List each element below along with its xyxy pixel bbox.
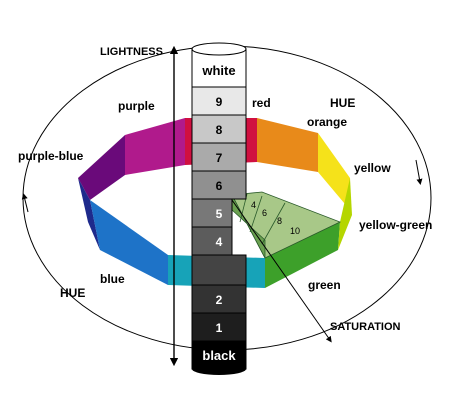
column-bottom-cap [192, 363, 246, 375]
saturation-wedge: 4 6 8 10 [231, 191, 342, 259]
hue-label-yellow: yellow [354, 161, 391, 175]
column-segment-9 [191, 86, 247, 116]
hue-label-red: red [252, 96, 271, 110]
ring-segment-yellow-green [338, 178, 352, 250]
hue-label-green: green [308, 278, 341, 292]
ring-segment-yellow-back [318, 133, 350, 210]
saturation-step-2: 6 [262, 208, 267, 218]
column-label-white: white [201, 63, 235, 78]
saturation-step-4: 10 [290, 226, 300, 236]
column-label-black: black [202, 348, 236, 363]
hue-label-purple: purple [118, 99, 155, 113]
ring-segment-blue [90, 200, 168, 285]
ring-segment-purple-back [125, 118, 185, 175]
column-segment-7 [191, 142, 247, 172]
saturation-divider-2 [249, 195, 263, 233]
saturation-divider-3 [261, 202, 286, 245]
column-segment-1 [191, 312, 247, 342]
hue-label-blue: blue [100, 272, 125, 286]
hue-label-orange: orange [307, 115, 347, 129]
hue-label-yellow-green: yellow-green [359, 218, 432, 232]
column-segment-3 [191, 254, 247, 286]
ring-segment-purple-blue [78, 178, 100, 250]
column-segment-4 [191, 226, 233, 256]
column-label-6: 6 [216, 179, 223, 193]
column-label-5: 5 [216, 207, 223, 221]
saturation-step-1: 4 [251, 200, 256, 210]
column-label-1: 1 [216, 321, 223, 335]
saturation-axis-arrow [231, 199, 332, 343]
lightness-label: LIGHTNESS [100, 46, 163, 58]
lightness-column: white 9 8 7 6 5 4 2 1 black [191, 42, 247, 375]
column-segment-5 [191, 198, 233, 228]
column-segment-black [191, 340, 247, 370]
hue-arrow-left [21, 193, 29, 213]
column-label-8: 8 [216, 123, 223, 137]
column-label-4: 4 [216, 235, 223, 249]
column-segment-8 [191, 114, 247, 144]
saturation-label: SATURATION [330, 321, 401, 333]
column-label-9: 9 [216, 95, 223, 109]
hue-label-top: HUE [330, 96, 355, 110]
ring-segment-orange-back [257, 118, 318, 172]
saturation-step-3: 8 [277, 216, 282, 226]
hue-label-left: HUE [60, 286, 85, 300]
column-label-2: 2 [216, 293, 223, 307]
ring-segment-green [265, 222, 340, 288]
hue-label-purple-blue: purple-blue [18, 149, 84, 163]
column-label-7: 7 [216, 151, 223, 165]
hue-arrow-right [415, 159, 423, 185]
ring-segment-purpleblue-back [78, 135, 125, 200]
column-top-cap [191, 42, 247, 56]
